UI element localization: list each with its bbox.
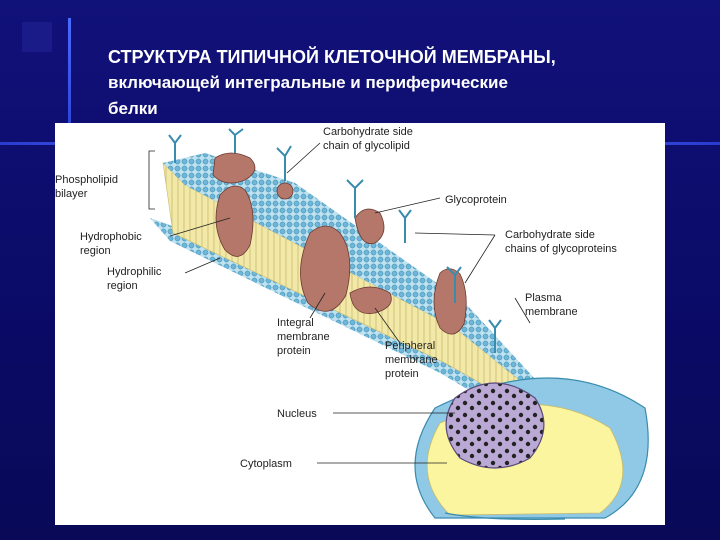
carb-chain-2 xyxy=(228,128,244,153)
label-integral-1: Integral xyxy=(277,317,314,329)
corner-decoration xyxy=(22,22,52,52)
leader-hydrophilic xyxy=(184,257,221,274)
leader-lines xyxy=(148,142,531,464)
vertical-accent-line xyxy=(68,18,71,148)
peripheral-protein-bottom xyxy=(349,286,392,314)
leader-integral xyxy=(309,292,326,319)
carb-chain-7 xyxy=(488,319,502,353)
carb-chain-5 xyxy=(398,209,412,243)
leader-phospholipid xyxy=(148,150,155,210)
label-glycoprotein: Glycoprotein xyxy=(445,194,507,206)
label-hydrophilic-2: region xyxy=(107,280,138,292)
carbohydrate-chains xyxy=(168,128,502,353)
leader-glycoprotein xyxy=(374,197,441,214)
cell xyxy=(414,377,649,520)
leader-hydrophobic xyxy=(169,217,231,237)
integral-protein-3 xyxy=(433,268,467,335)
label-phospholipid-2: bilayer xyxy=(55,188,88,200)
label-peripheral-1: Peripheral xyxy=(385,340,435,352)
leader-carb-glycoprotein-1 xyxy=(414,232,496,236)
membrane-figure: Carbohydrate side chain of glycolipid Ph… xyxy=(55,123,665,525)
carb-chain-4 xyxy=(346,179,364,218)
label-nucleus: Nucleus xyxy=(277,408,317,420)
slide-title: СТРУКТУРА ТИПИЧНОЙ КЛЕТОЧНОЙ МЕМБРАНЫ, в… xyxy=(108,44,688,122)
label-peripheral-3: protein xyxy=(385,368,419,380)
leader-carb-glycolipid xyxy=(286,142,321,174)
label-phospholipid-1: Phospholipid xyxy=(55,174,118,186)
title-line-3: белки xyxy=(108,99,158,118)
membrane-lower-heads xyxy=(150,218,530,423)
leader-carb-glycoprotein-2 xyxy=(464,234,496,284)
carb-chain-3 xyxy=(276,145,292,181)
cell-bottom-edge xyxy=(444,512,566,520)
leader-plasma-membrane xyxy=(514,297,531,324)
carb-chain-6 xyxy=(446,266,462,303)
leader-peripheral xyxy=(374,307,401,344)
label-carb-glycoprotein-2: chains of glycoproteins xyxy=(505,243,617,255)
nucleus-shape xyxy=(445,382,545,469)
integral-protein-1 xyxy=(215,185,254,257)
title-line-1: СТРУКТУРА ТИПИЧНОЙ КЛЕТОЧНОЙ МЕМБРАНЫ, xyxy=(108,47,556,67)
label-hydrophobic-2: region xyxy=(80,245,111,257)
carb-chain-1 xyxy=(168,134,182,163)
integral-protein-2 xyxy=(300,225,351,312)
label-carb-glycolipid-1: Carbohydrate side xyxy=(323,126,413,138)
label-hydrophilic-1: Hydrophilic xyxy=(107,266,162,278)
glycoprotein-body xyxy=(354,208,385,245)
label-peripheral-2: membrane xyxy=(385,354,438,366)
membrane-diagram: Carbohydrate side chain of glycolipid Ph… xyxy=(55,126,649,520)
label-cytoplasm: Cytoplasm xyxy=(240,458,292,470)
peripheral-protein-top xyxy=(212,152,256,184)
label-plasma-1: Plasma xyxy=(525,292,563,304)
proteins xyxy=(212,152,467,335)
label-plasma-2: membrane xyxy=(525,306,578,318)
label-integral-2: membrane xyxy=(277,331,330,343)
small-protein xyxy=(276,182,294,200)
label-carb-glycolipid-2: chain of glycolipid xyxy=(323,140,410,152)
title-line-2: включающей интегральные и периферические xyxy=(108,73,508,92)
label-hydrophobic-1: Hydrophobic xyxy=(80,231,142,243)
label-integral-3: protein xyxy=(277,345,311,357)
label-carb-glycoprotein-1: Carbohydrate side xyxy=(505,229,595,241)
